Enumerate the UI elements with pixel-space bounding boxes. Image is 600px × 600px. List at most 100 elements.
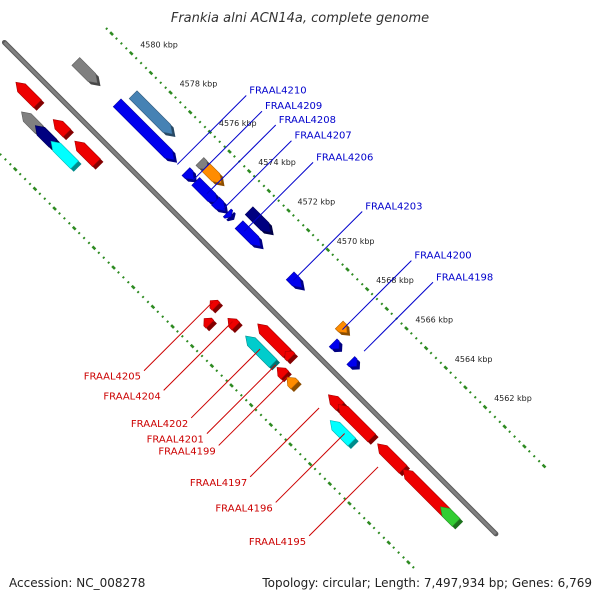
- scale-tick: [248, 402, 254, 408]
- scale-tick: [372, 526, 376, 530]
- label-leader-line: [292, 211, 363, 281]
- scale-tick: [390, 312, 394, 316]
- scale-tick: [23, 177, 27, 181]
- scale-tick-label: 4564 kbp: [455, 355, 493, 364]
- scale-tick: [128, 50, 134, 56]
- scale-tick: [518, 440, 521, 443]
- scale-tick: [154, 76, 158, 80]
- gene-arrow: [328, 338, 340, 350]
- scale-tick-label: 4578 kbp: [180, 80, 218, 89]
- scale-tick: [198, 120, 202, 124]
- scale-tick: [402, 556, 405, 559]
- scale-tick: [321, 243, 325, 247]
- scale-tick: [537, 459, 541, 463]
- scale-tick: [286, 208, 291, 213]
- scale-tick: [259, 413, 263, 417]
- scale-tick: [115, 37, 118, 40]
- label-leader-line: [243, 161, 314, 232]
- scale-tick: [532, 454, 536, 458]
- scale-tick: [414, 336, 418, 340]
- scale-tick: [209, 363, 215, 369]
- scale-tick: [168, 90, 173, 95]
- scale-tick: [449, 371, 453, 375]
- scale-tick: [488, 410, 492, 414]
- scale-tick: [493, 415, 497, 419]
- scale-tick: [375, 297, 379, 301]
- scale-tick: [117, 271, 120, 274]
- scale-tick-label: 4568 kbp: [376, 276, 414, 285]
- gene-arrow: [203, 317, 215, 329]
- scale-tick: [223, 145, 227, 149]
- scale-tick: [404, 326, 409, 331]
- gene-arrow: [211, 196, 226, 212]
- scale-tick: [355, 277, 359, 281]
- scale-tick: [333, 487, 337, 491]
- scale-tick-label: 4576 kbp: [219, 119, 257, 128]
- topology-text: Topology: circular; Length: 7,497,934 bp…: [262, 576, 592, 590]
- scale-tick: [148, 70, 154, 76]
- gene-arrow: [50, 140, 79, 170]
- scale-tick: [443, 365, 449, 371]
- scale-tick: [218, 140, 222, 144]
- scale-tick: [288, 442, 293, 447]
- gene-label: FRAAL4200: [414, 251, 471, 262]
- gene-label: FRAAL4196: [215, 503, 272, 514]
- scale-tick: [227, 149, 232, 154]
- scale-tick-label: 4566 kbp: [415, 316, 453, 325]
- scale-tick: [87, 241, 91, 245]
- gene-arrow: [74, 140, 101, 168]
- gene-label: FRAAL4202: [131, 419, 188, 430]
- scale-tick: [264, 418, 268, 422]
- scale-tick: [12, 166, 18, 172]
- scale-tick: [274, 428, 278, 432]
- label-leader-line: [206, 364, 277, 435]
- scale-tick: [439, 361, 443, 365]
- scale-tick: [28, 182, 32, 186]
- gene-arrow: [71, 57, 98, 84]
- scale-tick: [189, 343, 195, 349]
- scale-tick: [508, 430, 512, 434]
- scale-tick: [178, 101, 182, 104]
- scale-tick: [242, 164, 246, 168]
- scale-tick: [136, 290, 140, 294]
- scale-tick: [180, 334, 184, 338]
- gene-label: FRAAL4203: [365, 202, 422, 213]
- scale-tick: [303, 457, 307, 461]
- scale-tick: [126, 280, 130, 284]
- scale-tick: [343, 497, 346, 500]
- label-leader-line: [342, 260, 412, 330]
- gene-label: FRAAL4210: [249, 86, 306, 97]
- scale-tick: [296, 218, 300, 222]
- scale-tick: [159, 81, 163, 85]
- label-leader-line: [163, 321, 233, 391]
- scale-tick: [252, 174, 256, 178]
- scale-tick: [254, 408, 258, 412]
- scale-tick: [205, 359, 209, 363]
- genome-backbone: [1, 39, 499, 537]
- scale-tick: [459, 381, 462, 384]
- scale-tick: [220, 374, 224, 378]
- scale-tick: [291, 214, 295, 217]
- scale-tick: [305, 227, 311, 233]
- scale-tick: [82, 236, 86, 240]
- scale-tick: [362, 516, 366, 520]
- scale-tick: [52, 206, 57, 211]
- scale-tick: [397, 551, 401, 554]
- scale-tick: [58, 212, 61, 215]
- scale-tick: [282, 204, 285, 208]
- scale-tick: [350, 273, 354, 276]
- scale-tick: [400, 322, 403, 325]
- label-leader-line: [192, 110, 263, 181]
- scale-tick: [203, 125, 207, 129]
- scale-tick: [200, 354, 204, 358]
- scale-tick: [146, 300, 150, 304]
- gene-arrow: [52, 119, 72, 138]
- scale-tick-label: 4562 kbp: [494, 394, 532, 403]
- scale-tick: [139, 61, 143, 65]
- scale-tick: [18, 172, 22, 176]
- gene-label: FRAAL4209: [265, 101, 322, 112]
- scale-tick: [473, 395, 477, 399]
- scale-tick: [229, 383, 234, 388]
